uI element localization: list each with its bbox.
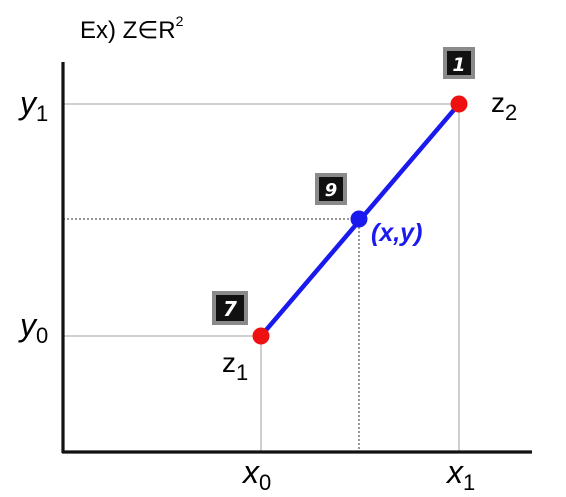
x0-subscript: 0 xyxy=(259,470,271,495)
endpoint-z2 xyxy=(450,95,468,113)
y0-base: y xyxy=(18,307,38,343)
digit-image-7-glyph: 7 xyxy=(223,297,237,321)
diagram-title-superscript: 2 xyxy=(176,13,184,29)
y1-subscript: 1 xyxy=(36,101,48,126)
y-tick-label-y1: y1 xyxy=(18,85,48,126)
digit-image-1-glyph: 1 xyxy=(452,54,465,76)
axes xyxy=(61,62,532,454)
digit-image-9: 9 xyxy=(315,173,347,205)
x-tick-label-x0: x0 xyxy=(241,454,271,495)
point-label-xy: (x,y) xyxy=(371,219,422,247)
y1-base: y xyxy=(18,85,38,121)
midpoint-xy xyxy=(350,210,368,228)
z1-base: z xyxy=(222,347,236,378)
z2-subscript: 2 xyxy=(505,100,517,125)
digit-image-7-fill xyxy=(216,295,244,321)
diagram-title: Ex) Z∈R2 xyxy=(80,13,184,44)
endpoint-z1 xyxy=(252,327,270,345)
x1-subscript: 1 xyxy=(463,470,475,495)
guide-lines xyxy=(63,103,460,452)
y0-subscript: 0 xyxy=(36,323,48,348)
digit-image-9-fill xyxy=(319,177,343,201)
z2-base: z xyxy=(491,87,505,118)
digit-image-1-fill xyxy=(447,51,471,75)
x0-base: x xyxy=(241,454,260,490)
digit-image-9-glyph: 9 xyxy=(325,180,338,201)
x-tick-label-x1: x1 xyxy=(445,454,475,495)
z1-subscript: 1 xyxy=(236,360,248,385)
digit-image-7: 7 xyxy=(212,291,248,325)
diagram-title-text: Ex) Z∈R xyxy=(80,17,176,44)
y-tick-label-y0: y0 xyxy=(18,307,48,348)
x1-base: x xyxy=(445,454,464,490)
point-label-z2: z2 xyxy=(491,87,517,125)
point-label-z1: z1 xyxy=(222,347,248,385)
digit-image-1: 1 xyxy=(443,47,475,79)
